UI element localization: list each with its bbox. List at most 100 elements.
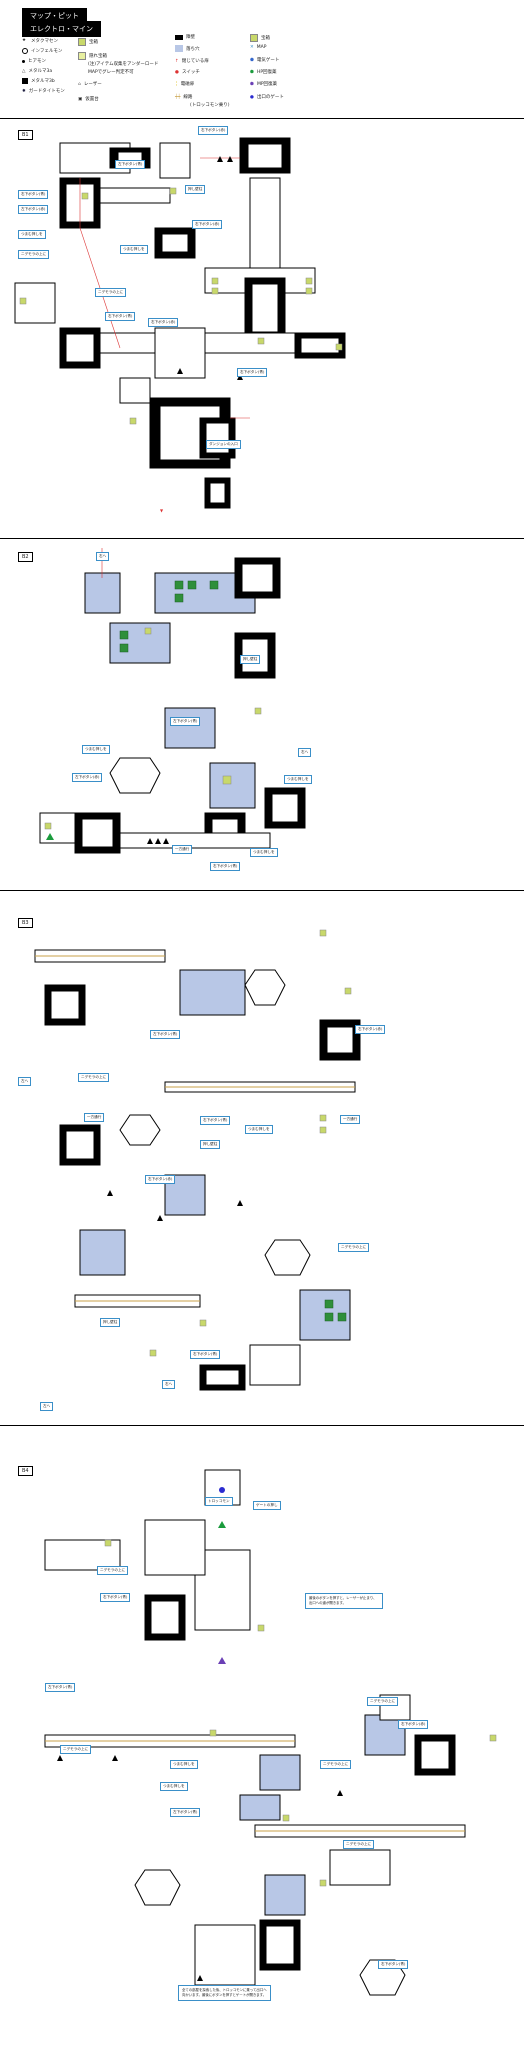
hp-icon: ⬢ bbox=[250, 69, 254, 75]
switch-icon: ▣ bbox=[78, 96, 83, 102]
callout: 右下ボタン(赤) bbox=[398, 1720, 429, 1729]
sun-icon: ✹ bbox=[22, 88, 26, 94]
floor-label: B1 bbox=[18, 130, 33, 140]
callout: 右下ボタン(赤) bbox=[198, 126, 229, 135]
floor-b3 bbox=[0, 890, 524, 1426]
callout: 右へ bbox=[96, 552, 110, 561]
callout: つまむ押しを bbox=[18, 230, 46, 239]
callout: 右へ bbox=[162, 1380, 176, 1389]
callout: 一方通行 bbox=[84, 1113, 105, 1122]
legend-item: ╎電磁扉 bbox=[175, 81, 195, 88]
legend-note: (トロッコモン乗り) bbox=[190, 103, 230, 108]
callout: 一方通行 bbox=[172, 845, 193, 854]
callout: ニデモラの上に bbox=[343, 1840, 375, 1849]
floor-b4 bbox=[0, 1425, 524, 2049]
callout: 右下ボタン(赤) bbox=[192, 220, 223, 229]
callout: 押し壁柱 bbox=[240, 655, 261, 664]
callout: ニデモラの上に bbox=[97, 1566, 129, 1575]
callout: ダンジョンの入口 bbox=[206, 440, 241, 449]
legend-item: ⬟電気ゲート bbox=[250, 57, 280, 64]
callout: 右下ボタン(赤) bbox=[355, 1025, 386, 1034]
callout: 右下ボタン(青) bbox=[105, 312, 136, 321]
floor-label: B2 bbox=[18, 552, 33, 562]
callout: ニデモラの上に bbox=[338, 1243, 370, 1252]
grid-icon bbox=[78, 52, 86, 60]
exit-icon: ● bbox=[250, 94, 254, 100]
callout: トロッコモン bbox=[205, 1497, 233, 1506]
callout: 左下ボタン(青) bbox=[45, 1683, 76, 1692]
callout: 左下ボタン(赤) bbox=[18, 205, 49, 214]
callout: 押し壁柱 bbox=[185, 185, 206, 194]
door-icon: ╎ bbox=[175, 81, 178, 87]
callout: ニデモラの上に bbox=[18, 250, 50, 259]
square-icon bbox=[22, 78, 28, 84]
callout: つまむ押しを bbox=[250, 848, 278, 857]
callout: 左下ボタン(赤) bbox=[72, 773, 103, 782]
chest-icon bbox=[78, 38, 86, 46]
star-icon: ★ bbox=[22, 38, 27, 43]
legend-item: インフェルモン bbox=[22, 48, 62, 54]
gate-icon: ⬟ bbox=[250, 57, 254, 63]
callout: つまむ押しを bbox=[160, 1782, 188, 1791]
dot-icon bbox=[22, 59, 25, 63]
floor-b1 bbox=[0, 118, 524, 539]
callout: つまむ押しを bbox=[245, 1125, 273, 1134]
legend-item: 宝箱 bbox=[250, 34, 270, 42]
triangle-icon: △ bbox=[22, 68, 26, 74]
legend-item: メタルマ3b bbox=[22, 78, 55, 84]
callout: 右下ボタン(青) bbox=[237, 368, 268, 377]
legend-item: ▣仮置台 bbox=[78, 96, 99, 103]
callout: ゲートの押し bbox=[253, 1501, 281, 1510]
callout: 右下ボタン(赤) bbox=[145, 1175, 176, 1184]
legend-item: ★メタクマセン bbox=[22, 38, 58, 44]
floor-b1-map: ▼ bbox=[14, 137, 346, 513]
map-subtitle: エレクトロ・マイン bbox=[22, 21, 101, 37]
callout: 右下ボタン(青) bbox=[18, 190, 49, 199]
legend-item: ●スイッチ bbox=[175, 69, 200, 76]
map-icon: ✕ bbox=[250, 45, 254, 50]
entrance-label: ▼ bbox=[160, 508, 164, 513]
callout: ニデモラの上に bbox=[78, 1073, 110, 1082]
floor-b2 bbox=[0, 538, 524, 891]
floor-b4-map bbox=[44, 1469, 497, 1996]
callout: つまむ押しを bbox=[284, 775, 312, 784]
callout: 右下ボタン(赤) bbox=[148, 318, 179, 327]
rail-icon: ┿┿ bbox=[175, 94, 181, 100]
legend-item: △メタルマ3a bbox=[22, 68, 53, 75]
legend-item: ●出口のゲート bbox=[250, 94, 284, 101]
legend-item: ⬢MP回復薬 bbox=[250, 81, 278, 88]
callout: 左下ボタン(青) bbox=[170, 1808, 201, 1817]
legend-item: ✕MAP bbox=[250, 45, 267, 50]
legend-note: (注)アイテム収集をアンダーロード bbox=[88, 62, 159, 67]
star-red-icon: ● bbox=[175, 69, 179, 75]
callout: 右下ボタン(青) bbox=[200, 1116, 231, 1125]
callout: ニデモラの上に bbox=[95, 288, 127, 297]
wall-icon bbox=[175, 34, 183, 40]
callout: ニデモラの上に bbox=[60, 1745, 92, 1754]
floor-label: B4 bbox=[18, 1466, 33, 1476]
legend-item: ヒアモン bbox=[22, 58, 46, 64]
legend-item: 隠れ宝箱 bbox=[78, 52, 107, 60]
callout: 右へ bbox=[298, 748, 312, 757]
legend-item: ✹ガードタイトモン bbox=[22, 88, 65, 95]
callout: 押し壁柱 bbox=[100, 1318, 121, 1327]
legend-item: 障壁 bbox=[175, 34, 195, 40]
callout: つまむ押しを bbox=[82, 745, 110, 754]
save-icon bbox=[250, 34, 258, 42]
callout: つまむ押しを bbox=[170, 1760, 198, 1769]
callout: 一方通行 bbox=[340, 1115, 361, 1124]
circle-icon bbox=[22, 48, 28, 54]
bottom-note: 全ての部屋を探索した後、トロッコモンに乗って出口へ向かいます。最後にボタンを押す… bbox=[178, 1985, 271, 2002]
callout: 左へ bbox=[40, 1402, 54, 1411]
floor-label: B3 bbox=[18, 918, 33, 928]
callout: つまむ押しを bbox=[120, 245, 148, 254]
callout: 右下ボタン(青) bbox=[378, 1960, 409, 1969]
legend-item: ⌂レーザー bbox=[78, 81, 102, 88]
callout: 左へ bbox=[18, 1077, 32, 1086]
laser-note: 最後のボタンを押すと、レーザーが止まり、出口への道が開きます。 bbox=[305, 1593, 383, 1610]
map-title: マップ・ピット bbox=[22, 8, 87, 24]
arrow-icon: ↑ bbox=[175, 58, 179, 64]
laser-icon: ⌂ bbox=[78, 81, 81, 87]
floor-b3-map bbox=[34, 929, 361, 1391]
callout: 右下ボタン(青) bbox=[210, 862, 241, 871]
